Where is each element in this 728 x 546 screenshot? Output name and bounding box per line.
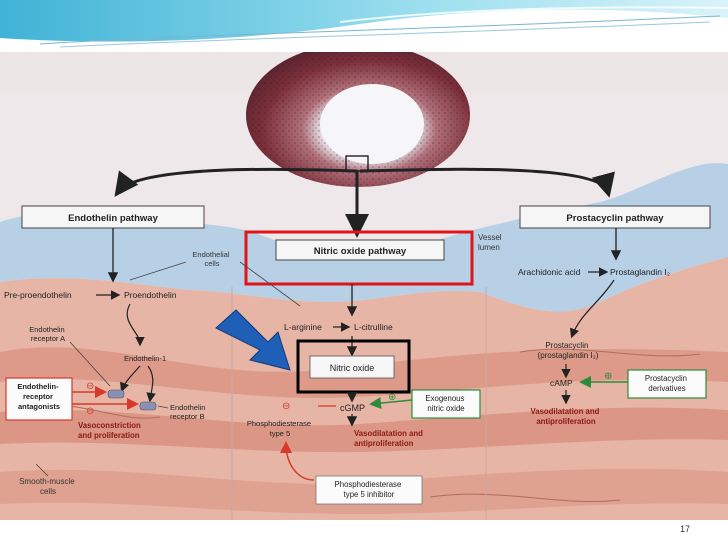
no-vasodilatation-label: Vasodilatation and antiproliferation xyxy=(354,429,425,448)
vasoconstriction-label: Vasoconstriction and proliferation xyxy=(78,421,143,440)
prostacyclin-pathway-title: Prostacyclin pathway xyxy=(566,213,664,224)
smooth-muscle-cells-label: Smooth-muscle cells xyxy=(19,477,77,496)
endothelin-1-label: Endothelin-1 xyxy=(124,354,166,363)
nitric-oxide-label: Nitric oxide xyxy=(330,363,375,373)
l-arginine-label: L-arginine xyxy=(284,322,322,332)
cgmp-label: cGMP xyxy=(340,403,365,413)
prostaglandin-label: Prostaglandin I₂ xyxy=(610,267,670,277)
vessel-lumen-label: Vessel lumen xyxy=(478,233,504,252)
derivatives-plus-sign: ⊕ xyxy=(604,371,612,382)
endothelin-receptor-antagonists-label: Endothelin- receptor antagonists xyxy=(17,382,60,411)
pde5-minus-sign: ⊖ xyxy=(282,401,290,412)
antagonist-minus-sign-2: ⊖ xyxy=(86,406,94,417)
endothelial-cells-label: Endothelial cells xyxy=(192,250,231,268)
blue-pointer-arrow xyxy=(215,309,291,371)
endothelin-receptor-a-label: Endothelin receptor A xyxy=(29,325,67,343)
nitric-oxide-pathway-title: Nitric oxide pathway xyxy=(314,246,407,257)
exogenous-nitric-oxide-label: Exogenous nitric oxide xyxy=(425,394,466,413)
page-number: 17 xyxy=(680,524,691,534)
camp-label: cAMP xyxy=(550,378,573,388)
vessel-cross-section xyxy=(246,52,470,187)
pde5-label: Phosphodiesterase type 5 xyxy=(247,419,313,438)
l-citrulline-label: L-citrulline xyxy=(354,322,393,332)
header-band xyxy=(0,0,728,48)
nitric-oxide-black-highlight xyxy=(296,339,411,394)
prostacyclin-vasodilatation-label: Vasodilatation and antiproliferation xyxy=(530,407,601,426)
nitric-oxide-red-highlight xyxy=(244,230,474,286)
pre-proendothelin-label: Pre-proendothelin xyxy=(4,290,72,300)
prostacyclin-derivatives-label: Prostacyclin derivatives xyxy=(645,374,689,393)
endothelin-receptor-b-label: Endothelin receptor B xyxy=(170,403,208,421)
arachidonic-acid-label: Arachidonic acid xyxy=(518,267,581,277)
endothelin-pathway-title: Endothelin pathway xyxy=(68,213,158,224)
exogenous-plus-sign: ⊕ xyxy=(388,392,396,403)
proendothelin-label: Proendothelin xyxy=(124,290,177,300)
pde5-inhibitor-label: Phosphodiesterase type 5 inhibitor xyxy=(335,480,404,499)
antagonist-minus-sign-1: ⊖ xyxy=(86,381,94,392)
pathway-diagram: Endothelin pathway Prostacyclin pathway … xyxy=(0,52,728,520)
prostacyclin-label: Prostacyclin (prostaglandin I₂) xyxy=(538,341,599,360)
